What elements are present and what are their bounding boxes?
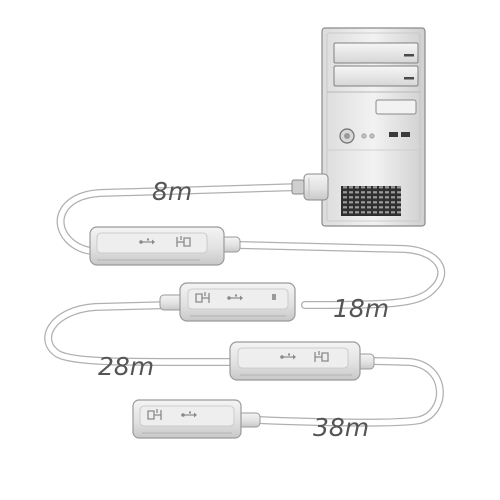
- cable-length-label-2: 18m: [333, 294, 389, 323]
- usb-icon: [227, 294, 243, 301]
- usb-icon: [181, 411, 197, 418]
- cable-length-label-3: 28m: [98, 352, 154, 381]
- drive-bay-2: [333, 65, 419, 87]
- front-vent: [341, 186, 401, 216]
- usb-icon: [139, 238, 155, 245]
- end-usb-device: [132, 399, 261, 439]
- computer-usb-plug: [291, 173, 329, 201]
- repeater-hub-1: [89, 226, 241, 266]
- repeater-hub-3: [229, 341, 375, 381]
- repeater-hub-2: [159, 282, 296, 322]
- usb-plug-icon: [176, 236, 191, 247]
- front-usb-port-2: [401, 132, 410, 137]
- drive-bay-1: [333, 42, 419, 64]
- floppy-bay: [375, 99, 417, 115]
- usb-plug-icon: [314, 351, 329, 362]
- usb-plug-icon: [147, 409, 162, 420]
- cable-length-label-1: 8m: [152, 177, 192, 206]
- usb-plug-icon: [195, 292, 210, 303]
- usb-icon: [280, 353, 296, 360]
- computer-tower-icon: [321, 27, 426, 227]
- front-usb-port-1: [389, 132, 398, 137]
- cable-length-label-4: 38m: [313, 413, 369, 442]
